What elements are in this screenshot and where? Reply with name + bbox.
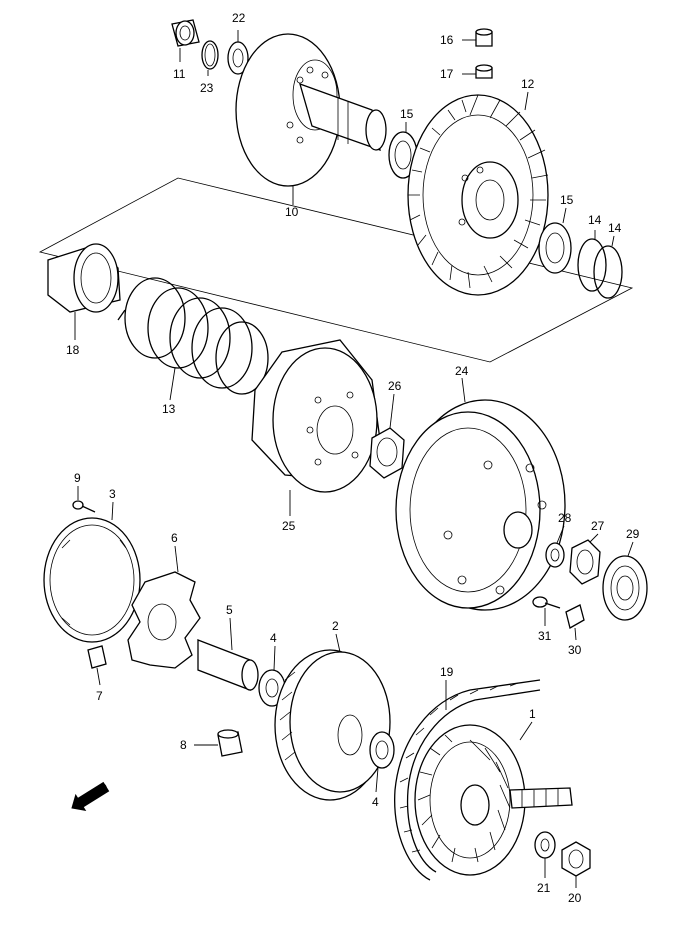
circlip-part-14 [577, 238, 623, 299]
sleeve-part-5 [197, 639, 259, 691]
label-part-28: 28 [558, 511, 572, 525]
label-part-5: 5 [226, 603, 233, 617]
screw-part-31 [532, 596, 561, 609]
fixed-drive-face-part-1 [414, 724, 573, 876]
oil-seal-part-22 [227, 41, 249, 75]
needle-bearing-part-11 [171, 19, 200, 47]
label-part-18: 18 [66, 343, 80, 357]
fwd-arrow-icon: FWD [71, 779, 111, 812]
washer-part-4-lower [369, 731, 395, 769]
washer-part-21 [534, 831, 556, 859]
label-part-17: 17 [440, 67, 454, 81]
nut-part-27 [569, 539, 601, 585]
label-part-20: 20 [568, 891, 582, 905]
label-part-29: 29 [626, 527, 640, 541]
label-part-4-lower: 4 [372, 795, 379, 809]
label-part-15-upper: 15 [400, 107, 414, 121]
label-part-15-lower: 15 [560, 193, 574, 207]
label-part-27: 27 [591, 519, 605, 533]
v-belt-part-19 [394, 679, 541, 881]
clutch-shoe-part-25 [251, 339, 381, 493]
label-part-22: 22 [232, 11, 246, 25]
label-part-16: 16 [440, 33, 454, 47]
spring-seat-part-18 [47, 243, 121, 313]
label-part-14-a: 14 [588, 213, 602, 227]
screw-part-9 [72, 500, 96, 513]
cap-part-17 [475, 64, 493, 79]
fwd-label: FWD [80, 779, 111, 806]
circlip-part-23 [201, 40, 219, 70]
slider-part-7 [87, 645, 107, 669]
label-part-9: 9 [74, 471, 81, 485]
clutch-housing-part-24 [395, 399, 566, 611]
assembly-outline [38, 177, 634, 363]
cap-part-16 [475, 28, 493, 47]
label-part-31: 31 [538, 629, 552, 643]
label-part-26: 26 [388, 379, 402, 393]
part-labels: 11 23 22 10 15 16 17 12 15 14 14 18 13 2… [66, 11, 640, 905]
clutch-shaft-part-10 [235, 33, 387, 187]
label-part-25: 25 [282, 519, 296, 533]
label-part-10: 10 [285, 205, 299, 219]
label-part-4-upper: 4 [270, 631, 277, 645]
movable-face-part-6 [127, 571, 201, 669]
oil-seal-part-15-lower [538, 222, 572, 274]
label-part-19: 19 [440, 665, 454, 679]
washer-part-28 [545, 542, 565, 568]
guide-plate-part-3 [43, 517, 141, 643]
label-part-21: 21 [537, 881, 551, 895]
label-part-11: 11 [173, 67, 186, 81]
label-part-1: 1 [529, 707, 536, 721]
lock-washer-part-30 [565, 604, 585, 629]
label-part-3: 3 [109, 487, 116, 501]
nut-part-20 [561, 841, 591, 877]
oil-seal-part-15-upper [388, 131, 418, 179]
bearing-part-29 [602, 555, 648, 621]
spacer-part-8 [217, 729, 243, 757]
label-part-24: 24 [455, 364, 469, 378]
label-part-13: 13 [162, 402, 176, 416]
leader-lines [74, 30, 634, 888]
label-part-8: 8 [180, 738, 187, 752]
label-part-23: 23 [200, 81, 214, 95]
spring-part-13 [117, 277, 269, 395]
label-part-30: 30 [568, 643, 582, 657]
bevel-gear-part-12 [407, 94, 549, 296]
label-part-12: 12 [521, 77, 535, 91]
label-part-2: 2 [332, 619, 339, 633]
label-part-14-b: 14 [608, 221, 622, 235]
label-part-6: 6 [171, 531, 178, 545]
drive-plate-part-2 [274, 649, 391, 801]
label-part-7: 7 [96, 689, 103, 703]
